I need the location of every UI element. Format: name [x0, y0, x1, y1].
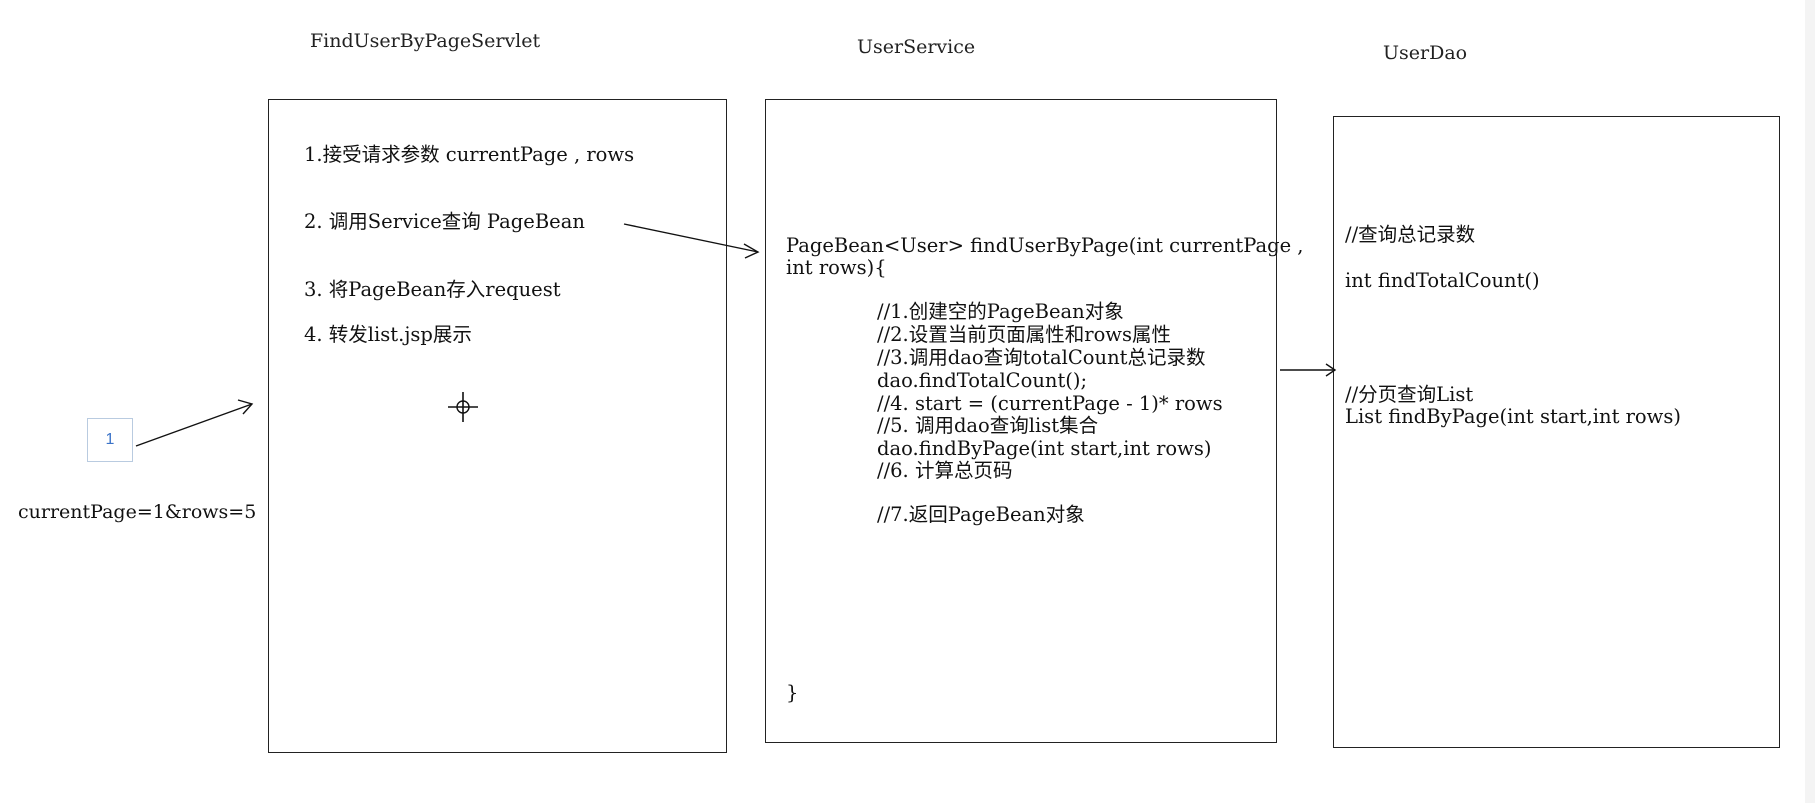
arrow-servlet-to-service-head	[743, 243, 760, 259]
dao-method-total: int findTotalCount()	[1345, 269, 1540, 292]
arrow-servlet-to-service	[623, 223, 759, 253]
dao-comment-list: //分页查询List	[1345, 383, 1474, 406]
service-box	[765, 99, 1277, 743]
service-call-page: dao.findByPage(int start,int rows)	[877, 437, 1212, 460]
service-call-total: dao.findTotalCount();	[877, 369, 1088, 392]
servlet-box	[268, 99, 727, 753]
service-closing-brace: }	[786, 681, 799, 704]
dao-box	[1333, 116, 1780, 748]
dao-method-list: List findByPage(int start,int rows)	[1345, 405, 1681, 428]
crosshair-cursor-icon	[448, 392, 478, 422]
scrollbar[interactable]	[1805, 0, 1815, 803]
service-comment-4: //4. start = (currentPage - 1)* rows	[877, 392, 1223, 415]
servlet-step-4: 4. 转发list.jsp展示	[304, 323, 472, 346]
service-comment-5: //5. 调用dao查询list集合	[877, 414, 1099, 437]
service-comment-7: //7.返回PageBean对象	[877, 503, 1085, 526]
arrow-service-to-dao-head	[1325, 363, 1337, 377]
dao-comment-total: //查询总记录数	[1345, 223, 1476, 246]
servlet-step-2: 2. 调用Service查询 PageBean	[304, 210, 585, 233]
arrow-client-to-servlet	[135, 403, 253, 447]
servlet-step-1: 1.接受请求参数 currentPage , rows	[304, 143, 635, 166]
service-comment-3: //3.调用dao查询totalCount总记录数	[877, 346, 1206, 369]
servlet-title: FindUserByPageServlet	[310, 30, 541, 52]
arrow-client-to-servlet-head	[237, 399, 254, 415]
service-comment-1: //1.创建空的PageBean对象	[877, 300, 1124, 323]
service-signature-line1: PageBean<User> findUserByPage(int curren…	[786, 234, 1304, 257]
service-title: UserService	[857, 36, 976, 58]
service-signature-line2: int rows){	[786, 256, 887, 279]
servlet-step-3: 3. 将PageBean存入request	[304, 278, 561, 301]
dao-title: UserDao	[1383, 42, 1468, 64]
page-number-box[interactable]: 1	[87, 418, 133, 462]
request-params: currentPage=1&rows=5	[18, 501, 257, 523]
service-comment-6: //6. 计算总页码	[877, 459, 1013, 482]
service-comment-2: //2.设置当前页面属性和rows属性	[877, 323, 1172, 346]
